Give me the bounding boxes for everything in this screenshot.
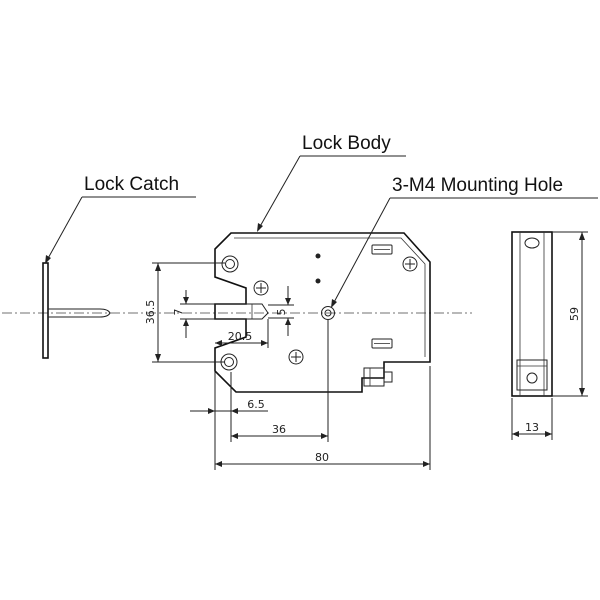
dimension-6-5: 6.5 [247, 398, 265, 411]
dimension-59: 59 [568, 307, 581, 321]
mounting-hole-top-left [221, 255, 239, 273]
lock-body [214, 232, 431, 393]
screw-lower [288, 349, 304, 365]
screw-upper [253, 280, 269, 296]
mounting-hole-leader [331, 197, 598, 308]
dimension-20-5-lines [215, 319, 269, 348]
dimension-20-5: 20.5 [228, 330, 253, 343]
indicator-dot-lower [315, 278, 321, 284]
lock-body-label: Lock Body [302, 133, 391, 154]
dimension-7: 7 [172, 309, 185, 316]
dimension-5: 5 [275, 309, 288, 316]
dimension-80-lines [215, 366, 431, 470]
dimension-5-lines [268, 286, 294, 336]
lock-catch-label: Lock Catch [84, 174, 179, 195]
dimension-13-lines [511, 398, 553, 440]
indicator-dot-upper [315, 253, 321, 259]
dimension-36-5-lines [152, 262, 225, 363]
dimension-36-lines [231, 320, 329, 442]
lock-body-leader [257, 155, 406, 232]
dimension-59-lines [552, 231, 588, 397]
dimension-36: 36 [272, 423, 286, 436]
dimension-36-5: 36.5 [144, 300, 157, 325]
dimension-13: 13 [525, 421, 539, 434]
screw-top-right [402, 256, 418, 272]
mounting-hole-center [321, 306, 335, 320]
lock-catch-leader [45, 196, 196, 264]
lock-catch [42, 262, 111, 359]
lock-side-view [511, 231, 553, 397]
mounting-hole-label: 3-M4 Mounting Hole [392, 175, 563, 196]
dimension-7-lines [180, 290, 215, 338]
dimension-6-5-lines [190, 372, 268, 470]
dimension-80: 80 [315, 451, 329, 464]
